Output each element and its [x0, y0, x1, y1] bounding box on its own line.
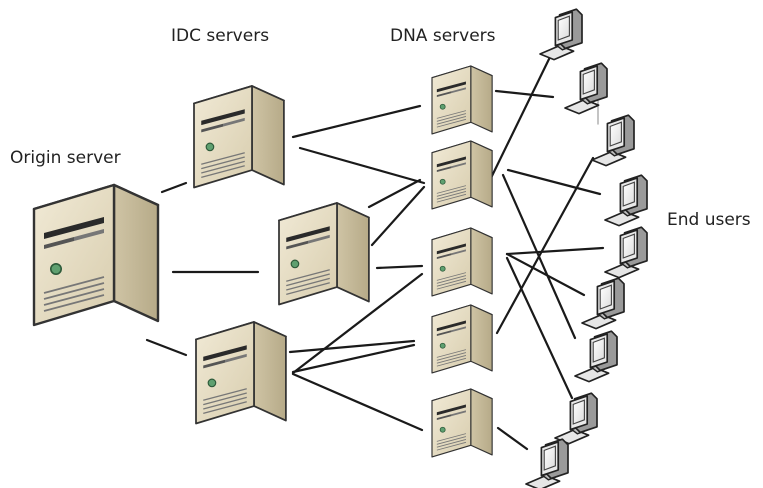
link-idc3-dna4a: [288, 339, 416, 354]
dna-server-5-icon: [431, 388, 493, 458]
link-idc3-dna5: [291, 372, 424, 432]
idc-server-3-icon: [195, 321, 287, 425]
link-origin-idc3: [145, 338, 188, 357]
idc-servers-label: IDC servers: [171, 26, 270, 46]
end-user-1-icon: [539, 8, 583, 61]
link-dna5-user9: [496, 426, 529, 451]
end-user-4-icon: [604, 174, 648, 227]
dna-servers-label: DNA servers: [390, 26, 496, 46]
origin-server-label: Origin server: [10, 148, 121, 168]
link-dna3-user5: [505, 246, 605, 256]
end-user-7-icon: [574, 330, 618, 383]
idc-server-2-icon: [278, 202, 370, 306]
connection-lines: [145, 55, 605, 451]
link-dna2-user4: [506, 168, 602, 196]
dna-server-4-icon: [431, 304, 493, 374]
idc-server-1-icon: [193, 85, 285, 189]
dna-server-3-icon: [431, 227, 493, 297]
link-idc1-dna1: [291, 104, 422, 139]
dna-server-2-icon: [431, 140, 493, 210]
end-user-2-icon: [564, 62, 608, 115]
link-idc3-dna3: [291, 272, 424, 375]
link-idc3-dna4b: [291, 343, 416, 374]
link-idc2-dna2a: [367, 178, 422, 209]
link-idc1-dna2: [298, 146, 426, 185]
link-dna4-user3: [495, 156, 595, 335]
end-user-5-icon: [604, 226, 648, 279]
origin-server-icon: [32, 183, 160, 327]
link-origin-idc1: [160, 181, 188, 194]
end-users-label: End users: [667, 210, 751, 230]
link-dna3-user8: [505, 256, 574, 400]
link-dna2-user1: [488, 55, 552, 182]
link-dna3-user6: [505, 252, 586, 297]
link-idc2-dna3: [375, 264, 424, 270]
end-user-9-icon: [525, 438, 569, 488]
dna-server-1-icon: [431, 65, 493, 135]
link-idc2-dna2b: [370, 185, 426, 247]
link-dna1-user2: [494, 89, 555, 99]
end-user-6-icon: [581, 277, 625, 330]
end-user-8-icon: [554, 392, 598, 445]
